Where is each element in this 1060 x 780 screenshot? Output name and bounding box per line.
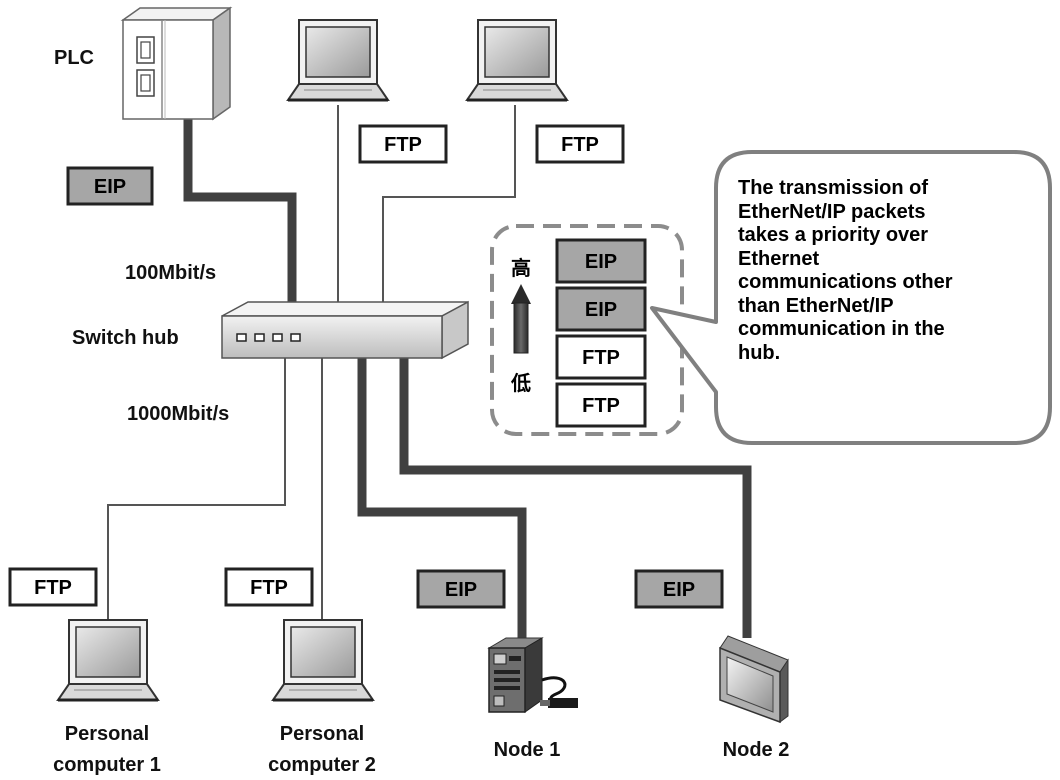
queue-item-eip: EIP: [555, 238, 647, 284]
tag-node2-eip: EIP: [634, 569, 724, 609]
switch-hub-label: Switch hub: [72, 327, 179, 349]
laptop-icon: [56, 619, 160, 702]
tag-top-laptop-2-ftp: FTP: [535, 124, 625, 164]
touch-panel-icon: [719, 635, 789, 724]
tag-pc1-ftp: FTP: [8, 567, 98, 607]
cable-top-laptop-2: [382, 105, 516, 308]
tag-plc-eip: EIP: [66, 166, 154, 206]
servo-drive-icon: [487, 637, 578, 713]
cable-pc1: [107, 350, 286, 624]
svg-text:EIP: EIP: [585, 299, 617, 321]
callout-bubble: [650, 150, 1052, 445]
callout-text: The transmission of EtherNet/IP packets …: [738, 177, 953, 364]
laptop-icon: [286, 19, 390, 102]
tag-top-laptop-1-ftp: FTP: [358, 124, 448, 164]
tag-pc2-ftp: FTP: [224, 567, 314, 607]
priority-low-label: 低: [510, 371, 531, 395]
speed-upper-label: 100Mbit/s: [125, 262, 216, 284]
switch-hub-icon: [221, 300, 469, 360]
queue-item-ftp: FTP: [555, 382, 647, 428]
tag-plc-text: EIP: [94, 176, 126, 198]
cable-plc: [183, 112, 297, 308]
queue-item-ftp: FTP: [555, 334, 647, 380]
laptop-icon: [271, 619, 375, 702]
pc1-label-line-2: computer 1: [53, 754, 161, 776]
cables: [107, 105, 752, 642]
queue-item-eip: EIP: [555, 286, 647, 332]
laptop-icon: [465, 19, 569, 102]
plc-icon: [120, 6, 233, 121]
tag-pc2-text: FTP: [250, 577, 288, 599]
tag-node2-text: EIP: [663, 579, 695, 601]
svg-text:FTP: FTP: [582, 395, 620, 417]
pc2-label-line-1: Personal: [280, 723, 364, 745]
speed-lower-label: 1000Mbit/s: [127, 403, 229, 425]
priority-queue: 高 低 EIP EIP FTP FTP: [490, 224, 684, 436]
priority-high-label: 高: [511, 256, 531, 280]
tag-top-laptop-2-text: FTP: [561, 134, 599, 156]
tag-node1-text: EIP: [445, 579, 477, 601]
node1-label: Node 1: [494, 739, 561, 761]
pc2-label-line-2: computer 2: [268, 754, 376, 776]
tag-pc1-text: FTP: [34, 577, 72, 599]
node2-label: Node 2: [723, 739, 790, 761]
cable-node1: [357, 350, 527, 642]
svg-text:FTP: FTP: [582, 347, 620, 369]
pc1-label-line-1: Personal: [65, 723, 149, 745]
priority-arrow-icon: [511, 284, 531, 354]
tag-node1-eip: EIP: [416, 569, 506, 609]
svg-text:EIP: EIP: [585, 251, 617, 273]
cable-node2: [399, 350, 752, 638]
tag-top-laptop-1-text: FTP: [384, 134, 422, 156]
plc-label: PLC: [54, 47, 94, 69]
